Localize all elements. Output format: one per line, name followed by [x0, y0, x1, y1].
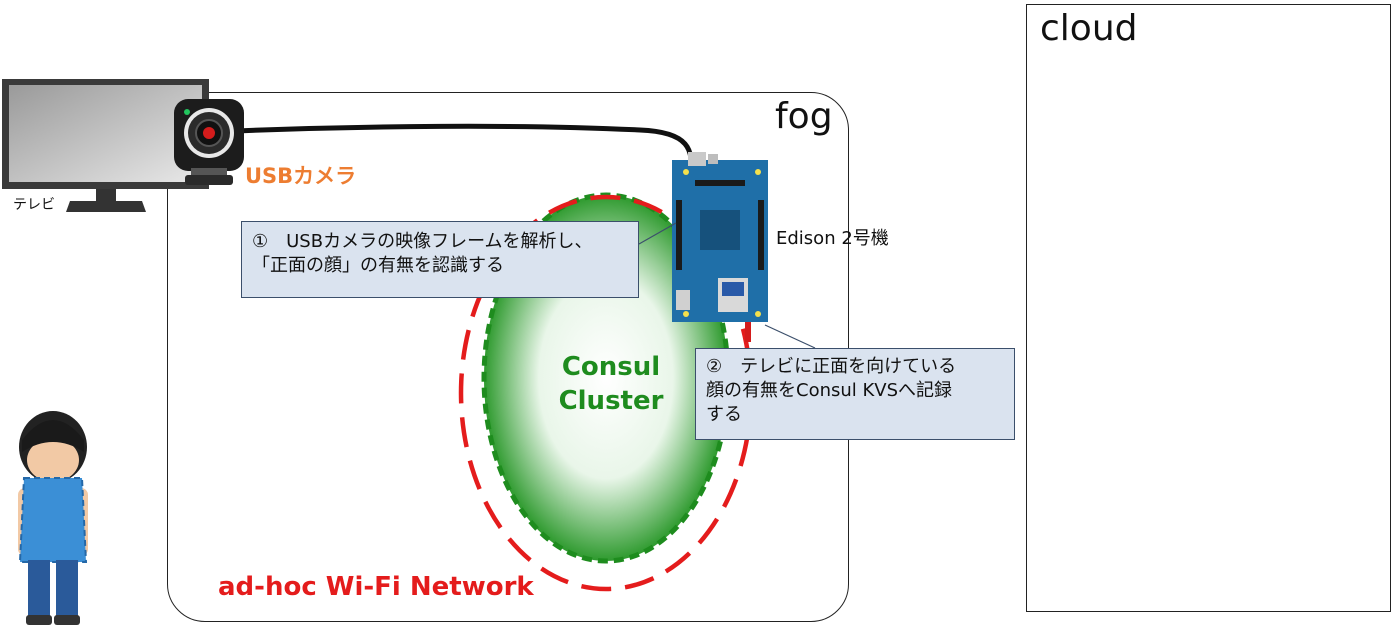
- adhoc-network-label: ad-hoc Wi-Fi Network: [218, 572, 534, 602]
- callout-2-pointer: [764, 324, 816, 349]
- cloud-title: cloud: [1040, 8, 1138, 49]
- consul-label-line2: Cluster: [558, 386, 664, 416]
- consul-cluster-label: Consul Cluster: [555, 350, 667, 418]
- webcam-icon: [174, 99, 244, 185]
- fog-title: fog: [775, 96, 833, 137]
- edison-label: Edison 2号機: [776, 228, 889, 249]
- cloud-region: [1026, 4, 1391, 612]
- camera-cable: [235, 123, 694, 176]
- person-icon: [18, 411, 88, 625]
- callout-1-pointer: [638, 222, 677, 245]
- edison-board-icon: [672, 152, 768, 342]
- tv-label: テレビ: [13, 197, 55, 213]
- consul-label-line1: Consul: [561, 352, 661, 382]
- callout-step2: ② テレビに正面を向けている 顔の有無をConsul KVSへ記録 する: [695, 348, 1015, 440]
- usb-camera-label: USBカメラ: [245, 164, 357, 188]
- callout-step1: ① USBカメラの映像フレームを解析し、 「正面の顔」の有無を認識する: [241, 221, 639, 298]
